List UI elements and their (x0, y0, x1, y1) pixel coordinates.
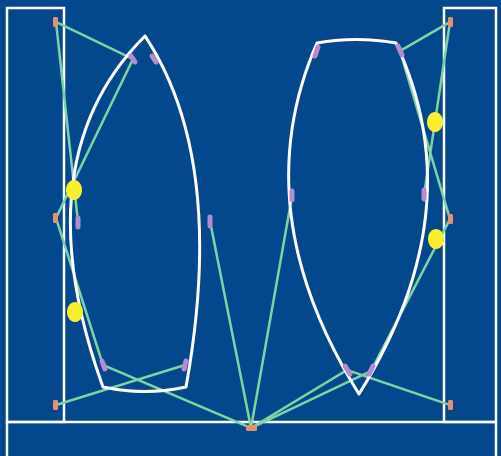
connectors (75, 43, 427, 377)
connector-pad (128, 53, 138, 65)
sensor-dot (67, 302, 83, 322)
connector-pad (181, 358, 189, 372)
right-lens (287, 38, 430, 396)
connector-pad (99, 358, 108, 372)
connector-pad (312, 44, 321, 59)
anchor-point (448, 17, 453, 27)
connector-pad (149, 53, 159, 65)
anchor-point (53, 17, 58, 27)
connector-pad (366, 363, 376, 377)
anchor-point (246, 425, 257, 431)
anchor-point (53, 213, 58, 223)
cable (249, 368, 349, 430)
connector-pad (395, 43, 405, 58)
lenses (68, 34, 430, 396)
anchor-point (53, 400, 58, 410)
left-lens (68, 34, 202, 393)
cable (345, 368, 452, 407)
anchor-point (448, 400, 453, 410)
anchor-point (448, 214, 453, 224)
connector-pad (342, 363, 353, 377)
sensor-dot (66, 180, 82, 200)
cable (208, 219, 253, 430)
anchors (53, 17, 453, 431)
cable (54, 20, 135, 61)
sensor-dot (428, 229, 444, 249)
cable (398, 20, 452, 53)
sensors (66, 112, 444, 322)
cable (101, 363, 253, 430)
sensor-dot (427, 112, 443, 132)
cable (54, 363, 187, 407)
cable (54, 216, 105, 367)
cable (249, 194, 294, 430)
